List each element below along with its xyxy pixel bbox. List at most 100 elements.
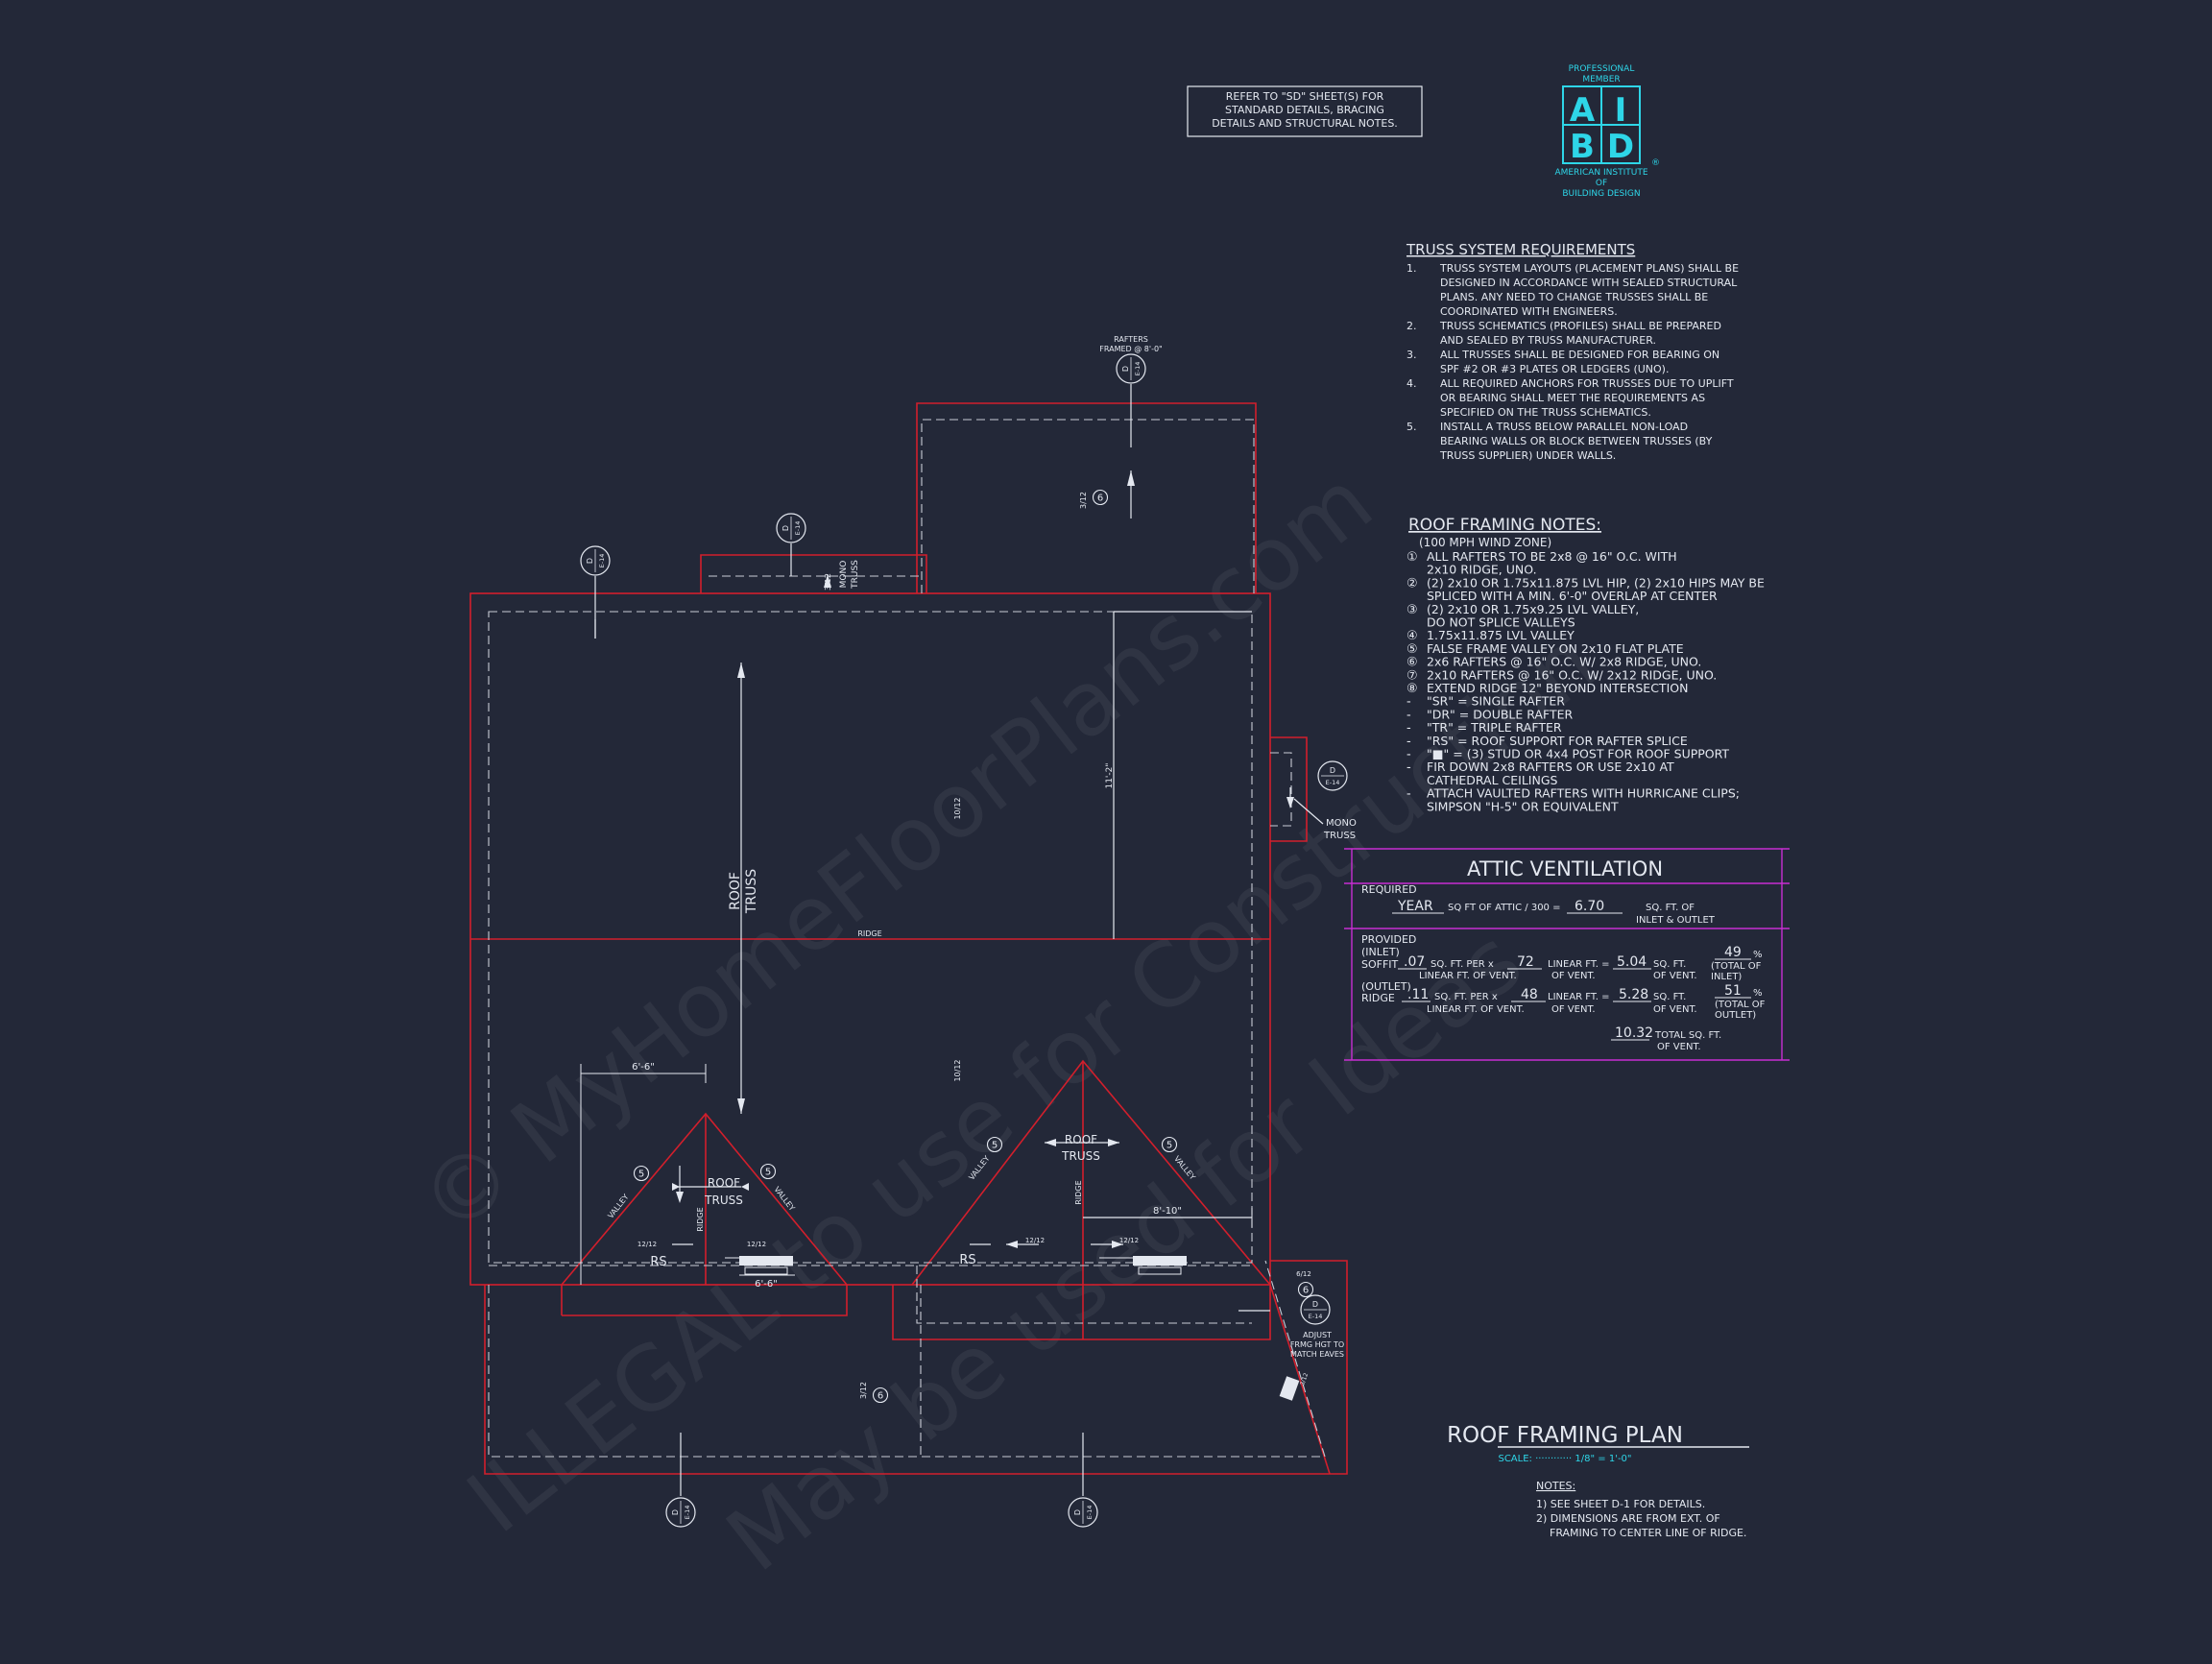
truss-item-line: SPF #2 OR #3 PLATES OR LEDGERS (UNO). [1440, 363, 1669, 375]
callout-circle [759, 1163, 777, 1180]
roof-truss-vertical-1: ROOF [728, 872, 743, 910]
vent-grand-unit-2: OF VENT. [1657, 1042, 1701, 1052]
logo-letter-a: A [1570, 91, 1596, 130]
roof-note-line: ATTACH VAULTED RAFTERS WITH HURRICANE CL… [1427, 786, 1740, 801]
ridge-percent: 51 [1724, 983, 1742, 999]
roof-note-line: 2x10 RAFTERS @ 16" O.C. W/ 2x12 RIDGE, U… [1427, 667, 1717, 682]
attic-required-label: REQUIRED [1361, 883, 1417, 896]
aibd-logo: PROFESSIONAL MEMBER A I B D ® AMERICAN I… [1554, 64, 1660, 199]
ridge-per-unit-1: SQ. FT. PER x [1434, 992, 1498, 1002]
plan-note-2: 2) DIMENSIONS ARE FROM EXT. OF [1536, 1512, 1720, 1525]
ridge-label: RIDGE [1361, 992, 1395, 1004]
roof-truss-left-2: TRUSS [704, 1194, 743, 1207]
rafters-framed-2: FRAMED @ 8'-0" [1099, 345, 1162, 353]
soffit-lin-unit-2: OF VENT. [1551, 971, 1596, 981]
attic-ventilation-table: ATTIC VENTILATION REQUIRED YEAR SQ FT OF… [1344, 848, 1790, 1061]
ridge-per: .11 [1407, 987, 1429, 1002]
ridge-percent-sign: % [1753, 988, 1763, 999]
roof-note-line: "TR" = TRIPLE RAFTER [1427, 720, 1562, 735]
ridge-lin-unit-1: LINEAR FT. = [1548, 992, 1610, 1002]
refer-note-line-1: REFER TO "SD" SHEET(S) FOR [1226, 90, 1384, 103]
truss-item-num: 4. [1407, 377, 1417, 390]
truss-title: TRUSS SYSTEM REQUIREMENTS [1406, 241, 1635, 258]
roof-note-line: (2) 2x10 OR 1.75x9.25 LVL VALLEY, [1427, 602, 1639, 616]
pitch-3-12-front: 3/12 [859, 1382, 868, 1399]
dim-6-6-top: 6'-6" [632, 1062, 655, 1073]
vent-grand-unit-1: TOTAL SQ. FT. [1654, 1030, 1721, 1041]
logo-top-2: MEMBER [1582, 75, 1620, 84]
roof-note-line: 2x10 RIDGE, UNO. [1427, 563, 1537, 577]
roof-note-mark: - [1407, 721, 1411, 736]
callout-number: 6 [1097, 494, 1103, 504]
attic-required-unit-2: INLET & OUTLET [1636, 915, 1716, 926]
wall-outlines [469, 402, 1348, 1475]
roof-note-line: "SR" = SINGLE RAFTER [1427, 694, 1565, 709]
roof-note-line: "RS" = ROOF SUPPORT FOR RAFTER SPLICE [1427, 734, 1688, 748]
section-sheet: E-14 [598, 554, 606, 568]
roof-note-line: 1.75x11.875 LVL VALLEY [1427, 628, 1575, 642]
mono-truss-top-2: TRUSS [851, 560, 860, 590]
plan-note-3: FRAMING TO CENTER LINE OF RIDGE. [1536, 1527, 1746, 1539]
left-gable-base [562, 1285, 848, 1316]
mono-truss-side-2: TRUSS [1323, 831, 1356, 841]
callout-number: 5 [992, 1141, 998, 1151]
soffit-percent-sign: % [1753, 950, 1763, 960]
roof-note-line: FIR DOWN 2x8 RAFTERS OR USE 2x10 AT [1427, 760, 1674, 774]
roof-note-line: SIMPSON "H-5" OR EQUIVALENT [1427, 799, 1619, 813]
roof-note-mark: ① [1407, 550, 1418, 565]
roof-note-line: EXTEND RIDGE 12" BEYOND INTERSECTION [1427, 681, 1688, 695]
roof-note-mark: - [1407, 787, 1411, 802]
adjust-note-2: FRMG HGT TO [1290, 1340, 1344, 1349]
section-marker: DE-14 [1317, 760, 1348, 791]
pitch-12-12-b: 12/12 [747, 1241, 766, 1248]
logo-letter-b: B [1570, 128, 1595, 166]
truss-item-num: 2. [1407, 320, 1417, 332]
attic-required-value: 6.70 [1575, 899, 1604, 914]
soffit-lin-unit-1: LINEAR FT. = [1548, 959, 1610, 970]
dim-11-2: 11'-2" [1105, 762, 1115, 788]
roof-note-mark: ⑥ [1407, 656, 1418, 670]
ridge-label-pre: (OUTLET) [1361, 980, 1411, 993]
refer-note-line-2: STANDARD DETAILS, BRACING [1225, 104, 1384, 116]
roof-note-mark: - [1407, 708, 1411, 722]
arrow-shafts [672, 470, 1324, 1245]
logo-top-1: PROFESSIONAL [1569, 64, 1635, 74]
attic-required-area: YEAR [1397, 899, 1433, 914]
logo-bottom-1: AMERICAN INSTITUTE [1554, 168, 1647, 178]
attic-required-formula: SQ FT OF ATTIC / 300 = [1448, 903, 1560, 913]
front-extension-outline [484, 1260, 1348, 1475]
post-block-right [1133, 1256, 1187, 1266]
callout-circle [633, 1165, 650, 1182]
roof-truss-right-2: TRUSS [1061, 1149, 1100, 1163]
refer-note-line-3: DETAILS AND STRUCTURAL NOTES. [1212, 117, 1398, 130]
callout-circle [1161, 1136, 1178, 1153]
soffit-percent-unit-2: INLET) [1711, 972, 1742, 982]
dim-8-10: 8'-10" [1153, 1206, 1182, 1217]
right-gable-base [892, 1285, 1271, 1340]
roof-note-line: SPLICED WITH A MIN. 6'-0" OVERLAP AT CEN… [1427, 589, 1718, 603]
ridge-percent-unit-2: OUTLET) [1715, 1010, 1756, 1021]
soffit-total: 5.04 [1617, 954, 1647, 970]
ridge-total-unit-1: SQ. FT. [1653, 992, 1686, 1002]
callout-circle [1297, 1281, 1314, 1298]
roof-note-mark: ④ [1407, 629, 1418, 643]
roof-note-line: FALSE FRAME VALLEY ON 2x10 FLAT PLATE [1427, 641, 1684, 656]
soffit-total-unit-1: SQ. FT. [1653, 959, 1686, 970]
adjust-note-3: MATCH EAVES [1290, 1350, 1344, 1359]
roof-note-line: "DR" = DOUBLE RAFTER [1427, 707, 1573, 721]
post-blocks [739, 1256, 1300, 1401]
truss-item-num: 3. [1407, 349, 1417, 361]
dashed-framing [488, 419, 1326, 1458]
roof-note-line: (2) 2x10 OR 1.75x11.875 LVL HIP, (2) 2x1… [1427, 575, 1765, 590]
ridge-lin-unit-2: OF VENT. [1551, 1004, 1596, 1015]
ridge-label-right: RIDGE [1074, 1180, 1083, 1204]
truss-item-line: COORDINATED WITH ENGINEERS. [1440, 305, 1618, 318]
truss-item-line: TRUSS SUPPLIER) UNDER WALLS. [1439, 449, 1616, 462]
roof-note-mark: ③ [1407, 603, 1418, 617]
soffit-per-unit-2: LINEAR FT. OF VENT. [1419, 971, 1517, 981]
